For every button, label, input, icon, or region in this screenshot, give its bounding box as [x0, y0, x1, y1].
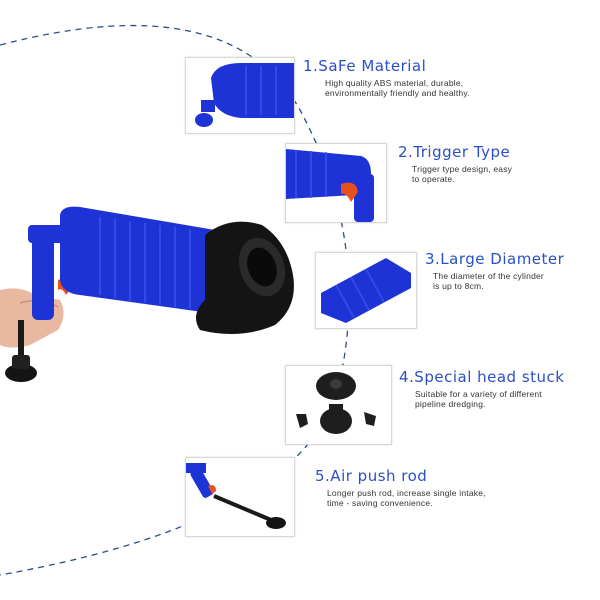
thumbnail-special-head	[285, 365, 392, 445]
feature-description: Suitable for a variety of different pipe…	[415, 389, 542, 409]
feature-air-push-rod: 5.Air push rod Longer push rod, increase…	[315, 467, 486, 508]
feature-special-head: 4.Special head stuck Suitable for a vari…	[399, 368, 564, 409]
thumbnail-trigger-type	[285, 143, 387, 223]
feature-description: High quality ABS material, durable, envi…	[325, 78, 470, 98]
feature-large-diameter: 3.Large Diameter The diameter of the cyl…	[425, 250, 564, 291]
thumbnail-large-diameter	[315, 252, 417, 329]
hero-product-image	[0, 195, 330, 405]
feature-title: 5.Air push rod	[315, 467, 428, 485]
feature-title: 1.SaFe Material	[303, 57, 427, 75]
thumbnail-safe-material	[185, 57, 295, 134]
thumbnail-air-push-rod	[185, 457, 295, 537]
feature-title: 4.Special head stuck	[399, 368, 565, 386]
feature-description: Trigger type design, easy to operate.	[412, 164, 513, 184]
feature-safe-material: 1.SaFe Material High quality ABS materia…	[303, 57, 470, 98]
feature-trigger-type: 2.Trigger Type Trigger type design, easy…	[398, 143, 512, 184]
feature-title: 3.Large Diameter	[425, 250, 565, 268]
feature-title: 2.Trigger Type	[398, 143, 511, 161]
feature-description: The diameter of the cylinder is up to 8c…	[433, 271, 544, 291]
feature-description: Longer push rod, increase single intake,…	[327, 488, 486, 508]
